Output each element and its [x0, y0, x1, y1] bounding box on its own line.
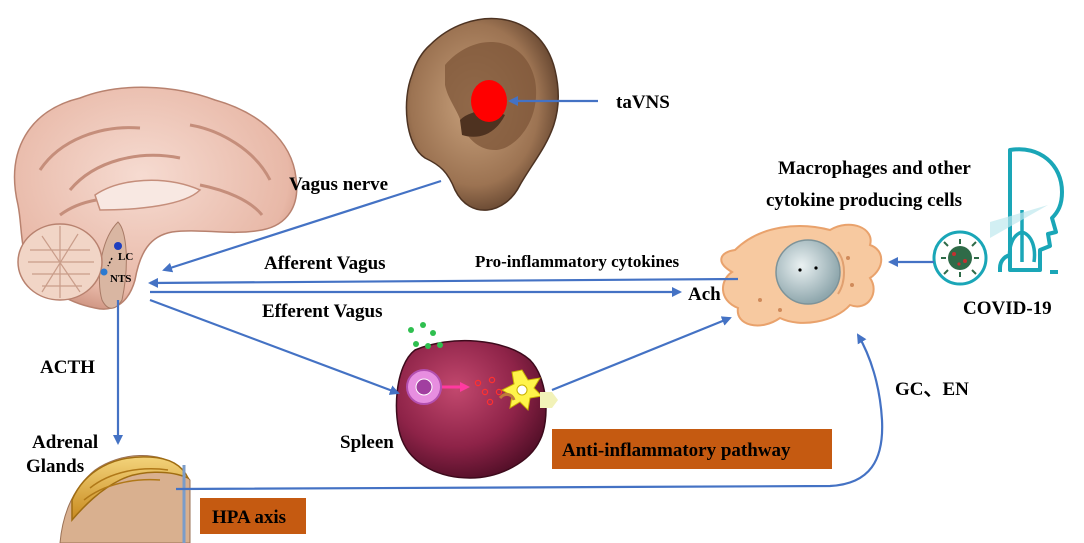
brain-illustration: LC NTS	[13, 86, 298, 310]
covid-respiratory-icon	[932, 147, 1064, 286]
lc-marker-dot	[114, 242, 122, 250]
gc-en-label: GC、EN	[895, 379, 969, 400]
macrophages-label-line2: cytokine producing cells	[766, 190, 962, 211]
ear-illustration	[405, 17, 560, 211]
hpa-axis-box: HPA axis	[200, 498, 306, 534]
pro-inflammatory-label: Pro-inflammatory cytokines	[475, 252, 680, 271]
nts-label: NTS	[110, 273, 131, 285]
spleen-label: Spleen	[340, 432, 394, 453]
macrophages-label-line1: Macrophages and other	[778, 158, 971, 179]
ach-label: Ach	[688, 284, 721, 305]
anti-inflammatory-label: Anti-inflammatory pathway	[562, 440, 791, 461]
stimulation-point	[471, 80, 507, 122]
afferent-vagus-label: Afferent Vagus	[264, 253, 386, 274]
lc-label: LC	[118, 251, 133, 263]
tavns-label: taVNS	[616, 92, 670, 113]
connection-arrows	[113, 96, 934, 491]
afferent-vagus-arrow	[148, 277, 739, 288]
anti-inflammatory-box: Anti-inflammatory pathway	[552, 429, 832, 469]
adrenal-label-line1: Adrenal	[32, 432, 98, 453]
spleen-illustration	[395, 322, 558, 479]
efferent-vagus-label: Efferent Vagus	[262, 301, 383, 322]
nts-marker-dot	[100, 268, 108, 276]
covid-label: COVID-19	[963, 298, 1052, 319]
hpa-feedback-arrow	[175, 333, 884, 491]
acth-label: ACTH	[40, 357, 95, 378]
macrophage-illustration	[720, 223, 883, 327]
adrenal-gland-illustration	[59, 455, 191, 543]
vagus-nerve-arrow	[162, 179, 442, 273]
spleen-to-macrophage-arrow	[551, 316, 732, 392]
adrenal-label-line2: Glands	[26, 456, 84, 477]
spleen-arrow	[149, 298, 400, 395]
hpa-axis-label: HPA axis	[212, 507, 286, 528]
vagus-nerve-label: Vagus nerve	[289, 174, 388, 195]
